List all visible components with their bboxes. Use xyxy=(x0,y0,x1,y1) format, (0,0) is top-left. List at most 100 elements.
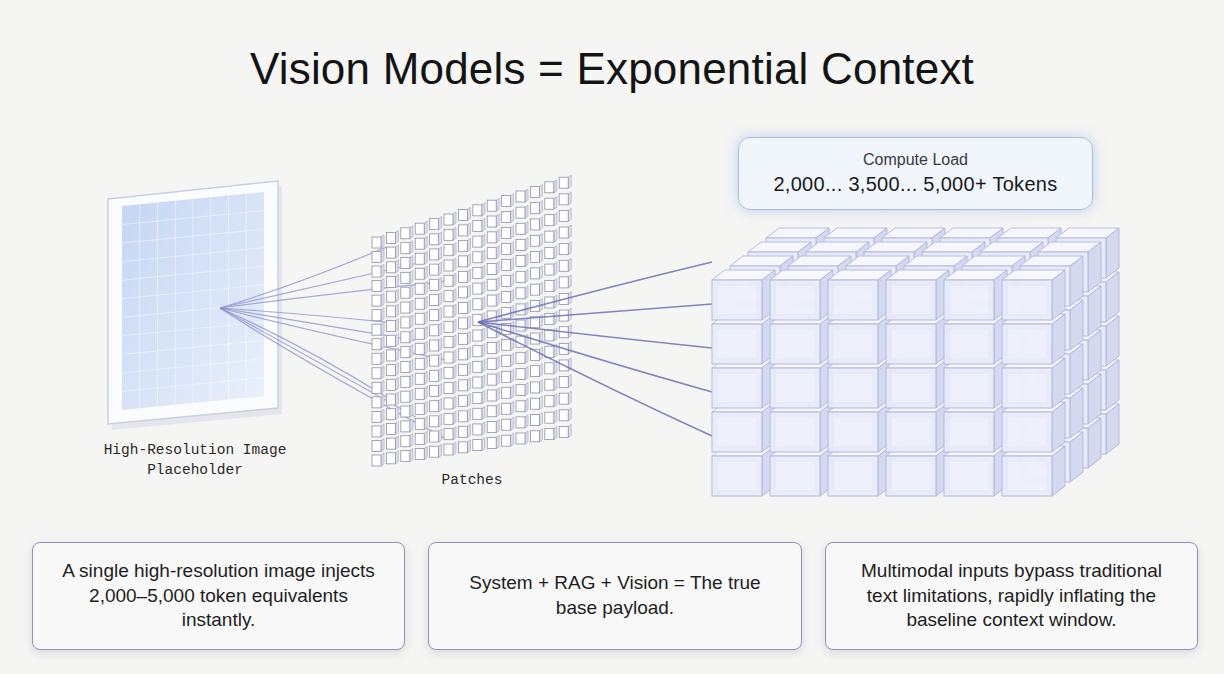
patch xyxy=(386,453,395,464)
patch xyxy=(372,411,381,422)
patch xyxy=(473,236,482,247)
patch xyxy=(516,272,525,283)
patch xyxy=(473,252,482,263)
patch xyxy=(372,455,381,466)
patch xyxy=(502,387,511,398)
patch-side xyxy=(482,203,485,216)
patch xyxy=(386,247,395,258)
patch xyxy=(545,330,554,341)
patch xyxy=(545,429,554,440)
patch xyxy=(530,235,539,246)
patch-side xyxy=(410,345,413,358)
patch-side xyxy=(424,356,427,369)
connector-line xyxy=(220,308,415,417)
patch xyxy=(545,313,554,324)
patch xyxy=(473,440,482,451)
image-label: High-Resolution Image Placeholder xyxy=(85,441,305,480)
patch-side xyxy=(496,214,499,227)
patch-side xyxy=(410,330,413,343)
cube-highlight xyxy=(892,286,930,314)
patch-side xyxy=(511,258,514,271)
patch xyxy=(473,346,482,357)
patch-side xyxy=(496,435,499,448)
patch-side xyxy=(568,258,571,271)
patch-side xyxy=(525,367,528,380)
patch xyxy=(473,393,482,404)
cube-highlight xyxy=(892,330,930,358)
token-cube xyxy=(712,228,1119,496)
note-box: Multimodal inputs bypass traditional tex… xyxy=(825,542,1198,650)
patch-side xyxy=(424,236,427,249)
patch xyxy=(444,229,453,240)
cube-highlight xyxy=(776,462,814,490)
grid-line xyxy=(228,196,229,400)
patch-side xyxy=(381,293,384,306)
patch-side xyxy=(467,362,470,375)
patch xyxy=(502,259,511,270)
patch xyxy=(401,302,410,313)
patch-side xyxy=(511,401,514,414)
patch-side xyxy=(453,304,456,317)
patch-side xyxy=(467,300,470,313)
patch-side xyxy=(453,381,456,394)
cube-front xyxy=(712,280,762,320)
patch xyxy=(487,263,496,274)
patch xyxy=(401,406,410,417)
patch-side xyxy=(439,247,442,260)
grid-line xyxy=(122,211,264,225)
patch-side xyxy=(482,328,485,341)
patch xyxy=(458,240,467,251)
patch xyxy=(444,260,453,271)
patch-side xyxy=(381,395,384,408)
patch-side xyxy=(554,229,557,242)
patch xyxy=(458,395,467,406)
patch-side xyxy=(467,285,470,298)
patch-side xyxy=(511,433,514,446)
patch-side xyxy=(439,399,442,412)
patch-side xyxy=(511,194,514,207)
patch xyxy=(530,186,539,197)
patch-side xyxy=(381,351,384,364)
patch xyxy=(487,248,496,259)
cube-front xyxy=(944,368,994,408)
node-text: Multimodal inputs bypass traditional tex… xyxy=(852,559,1171,633)
patch xyxy=(559,227,568,238)
patch xyxy=(458,271,467,282)
patch-side xyxy=(410,419,413,432)
cube-side xyxy=(1088,286,1101,336)
patch xyxy=(372,252,381,263)
patch xyxy=(372,237,381,248)
patch xyxy=(415,343,424,354)
cube-side xyxy=(1088,374,1101,424)
cube-front xyxy=(712,368,762,408)
patch xyxy=(372,368,381,379)
patch xyxy=(473,267,482,278)
patch-side xyxy=(568,242,571,255)
patch-side xyxy=(496,230,499,243)
cube-front xyxy=(712,412,762,452)
patch-side xyxy=(554,394,557,407)
cube-highlight xyxy=(950,286,988,314)
cube-highlight xyxy=(1008,418,1046,446)
patch xyxy=(415,373,424,384)
patch xyxy=(444,398,453,409)
patch-side xyxy=(511,353,514,366)
patch-side xyxy=(554,279,557,292)
patch-side xyxy=(381,409,384,422)
patch xyxy=(372,382,381,393)
patch-side xyxy=(424,281,427,294)
patch xyxy=(530,219,539,230)
patch-side xyxy=(482,281,485,294)
patch-side xyxy=(539,266,542,279)
grid-line xyxy=(122,322,264,336)
patch xyxy=(502,196,511,207)
cube-side xyxy=(1052,446,1065,496)
patch-side xyxy=(496,246,499,259)
connector-line xyxy=(220,308,444,438)
patch xyxy=(386,409,395,420)
patch-side xyxy=(453,350,456,363)
cube-side xyxy=(1088,330,1101,380)
patch xyxy=(430,325,439,336)
patch-side xyxy=(453,243,456,256)
patch-side xyxy=(539,282,542,295)
